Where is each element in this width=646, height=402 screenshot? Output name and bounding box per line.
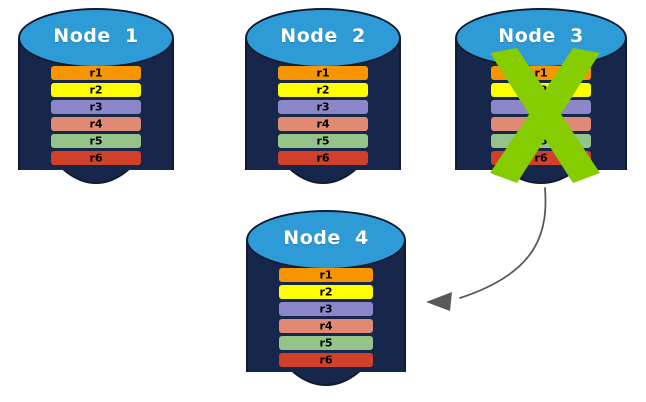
row-label: r3: [89, 100, 103, 113]
node-4-cylinder-top: [246, 210, 406, 270]
node-4-row-r3[interactable]: r3: [279, 302, 373, 316]
node-1-row-r2[interactable]: r2: [51, 83, 141, 97]
row-label: r2: [89, 83, 103, 96]
node-3[interactable]: Node 3 r1 r2 r3 r4 r5 r6: [455, 8, 627, 184]
node-3-title: Node 3: [498, 25, 584, 47]
node-1-row-r4[interactable]: r4: [51, 117, 141, 131]
node-3-row-r1[interactable]: r1: [491, 66, 591, 80]
row-label: r6: [89, 151, 103, 164]
node-4-title: Node 4: [283, 227, 369, 249]
node-3-row-r5[interactable]: r5: [491, 134, 591, 148]
node-3-row-r4[interactable]: r4: [491, 117, 591, 131]
node-4-rows: r1 r2 r3 r4 r5 r6: [279, 268, 373, 367]
row-label: r4: [89, 117, 103, 130]
row-label: r6: [534, 151, 548, 164]
row-label: r5: [534, 134, 548, 147]
row-label: r1: [89, 66, 103, 79]
node-4[interactable]: Node 4 r1 r2 r3 r4 r5 r6: [246, 210, 406, 386]
node-2-row-r1[interactable]: r1: [278, 66, 368, 80]
node-3-row-r3[interactable]: r3: [491, 100, 591, 114]
row-label: r3: [319, 302, 333, 315]
node-2-row-r2[interactable]: r2: [278, 83, 368, 97]
row-label: r5: [316, 134, 330, 147]
row-label: r1: [534, 66, 548, 79]
row-label: r2: [316, 83, 330, 96]
node-4-row-r1[interactable]: r1: [279, 268, 373, 282]
node-4-row-r4[interactable]: r4: [279, 319, 373, 333]
row-label: r6: [316, 151, 330, 164]
row-label: r2: [534, 83, 548, 96]
row-label: r1: [319, 268, 333, 281]
node-2-title: Node 2: [280, 25, 366, 47]
node-2-rows: r1 r2 r3 r4 r5 r6: [278, 66, 368, 165]
row-label: r3: [534, 100, 548, 113]
node-4-row-r6[interactable]: r6: [279, 353, 373, 367]
row-label: r6: [319, 353, 333, 366]
row-label: r4: [534, 117, 548, 130]
node-2-row-r4[interactable]: r4: [278, 117, 368, 131]
node-3-rows: r1 r2 r3 r4 r5 r6: [491, 66, 591, 165]
row-label: r2: [319, 285, 333, 298]
node-1-rows: r1 r2 r3 r4 r5 r6: [51, 66, 141, 165]
row-label: r4: [316, 117, 330, 130]
node-1-row-r5[interactable]: r5: [51, 134, 141, 148]
node-3-row-r6[interactable]: r6: [491, 151, 591, 165]
node-1-row-r1[interactable]: r1: [51, 66, 141, 80]
node-2[interactable]: Node 2 r1 r2 r3 r4 r5 r6: [245, 8, 401, 184]
node-1-cylinder-top: [18, 8, 174, 68]
row-label: r1: [316, 66, 330, 79]
node-4-row-r2[interactable]: r2: [279, 285, 373, 299]
node-1-title: Node 1: [53, 25, 139, 47]
node-1-row-r6[interactable]: r6: [51, 151, 141, 165]
row-label: r5: [319, 336, 333, 349]
node-2-row-r6[interactable]: r6: [278, 151, 368, 165]
row-label: r4: [319, 319, 333, 332]
row-label: r5: [89, 134, 103, 147]
node-4-row-r5[interactable]: r5: [279, 336, 373, 350]
node-1[interactable]: Node 1 r1 r2 r3 r4 r5 r6: [18, 8, 174, 184]
node-3-row-r2[interactable]: r2: [491, 83, 591, 97]
node-1-row-r3[interactable]: r3: [51, 100, 141, 114]
node-2-row-r3[interactable]: r3: [278, 100, 368, 114]
node-2-row-r5[interactable]: r5: [278, 134, 368, 148]
row-label: r3: [316, 100, 330, 113]
